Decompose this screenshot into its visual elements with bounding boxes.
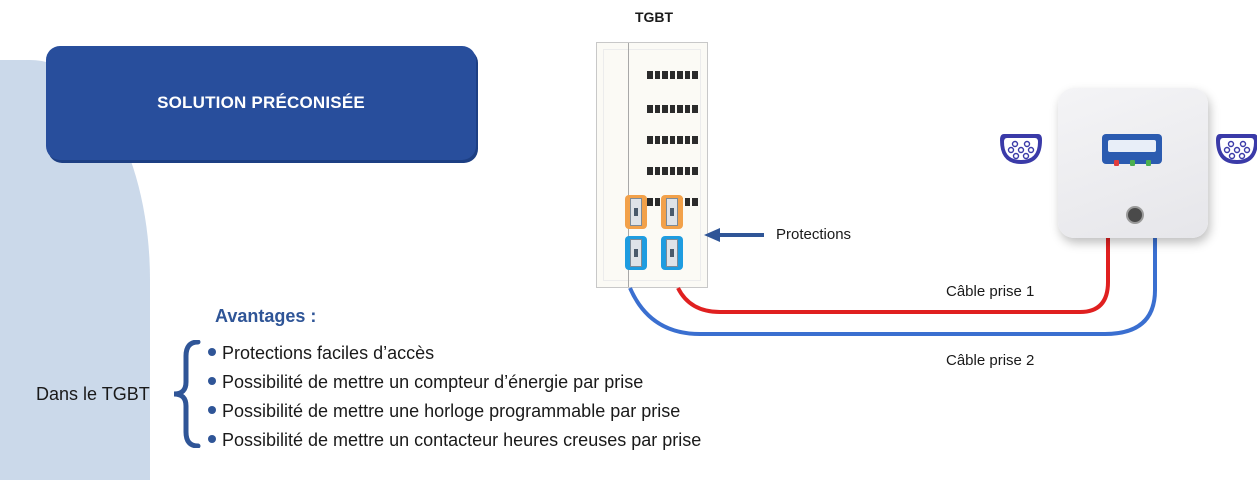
solution-banner: SOLUTION PRÉCONISÉE (46, 46, 476, 160)
cable-1 (676, 236, 1110, 314)
station-leds (1108, 160, 1156, 166)
breaker-row (647, 71, 699, 79)
cables-diagram (628, 236, 1157, 336)
advantages-list: Protections faciles d’accès Possibilité … (208, 339, 701, 455)
breaker-row (647, 167, 699, 175)
station-screen (1102, 134, 1162, 164)
protection-breaker-1-top (625, 195, 647, 229)
bullet-icon (208, 406, 216, 415)
advantage-text: Possibilité de mettre un compteur d’éner… (222, 372, 644, 392)
cable-2 (628, 236, 1157, 336)
bullet-icon (208, 377, 216, 386)
list-item: Possibilité de mettre une horloge progra… (208, 397, 701, 426)
panel-inner-frame (603, 49, 701, 281)
ev-socket-icon (1000, 134, 1042, 164)
station-key-switch (1126, 206, 1144, 224)
cable-1-label: Câble prise 1 (946, 283, 1035, 300)
list-item: Protections faciles d’accès (208, 339, 701, 368)
advantages-title: Avantages : (215, 306, 317, 326)
advantages-scope-label: Dans le TGBT (36, 384, 150, 404)
arrow-left-icon (704, 228, 764, 242)
bullet-icon (208, 348, 216, 357)
protection-breaker-2-bottom (661, 236, 683, 270)
protection-breaker-2-top (661, 195, 683, 229)
advantage-text: Possibilité de mettre un contacteur heur… (222, 430, 702, 450)
tgbt-panel (596, 42, 708, 288)
tgbt-title: TGBT (634, 9, 674, 25)
protection-breaker-1-bottom (625, 236, 647, 270)
breaker-row (647, 105, 699, 113)
list-item: Possibilité de mettre un contacteur heur… (208, 426, 701, 455)
list-item: Possibilité de mettre un compteur d’éner… (208, 368, 701, 397)
panel-divider (628, 43, 629, 287)
charging-station (1058, 88, 1208, 238)
cable-2-label: Câble prise 2 (946, 352, 1035, 369)
advantage-text: Possibilité de mettre une horloge progra… (222, 401, 681, 421)
breaker-row (647, 136, 699, 144)
curly-brace-icon (173, 340, 201, 448)
ev-socket-icon (1216, 134, 1257, 164)
protections-label: Protections (776, 226, 852, 243)
bullet-icon (208, 435, 216, 444)
banner-title: SOLUTION PRÉCONISÉE (157, 93, 365, 112)
advantage-text: Protections faciles d’accès (222, 343, 435, 363)
